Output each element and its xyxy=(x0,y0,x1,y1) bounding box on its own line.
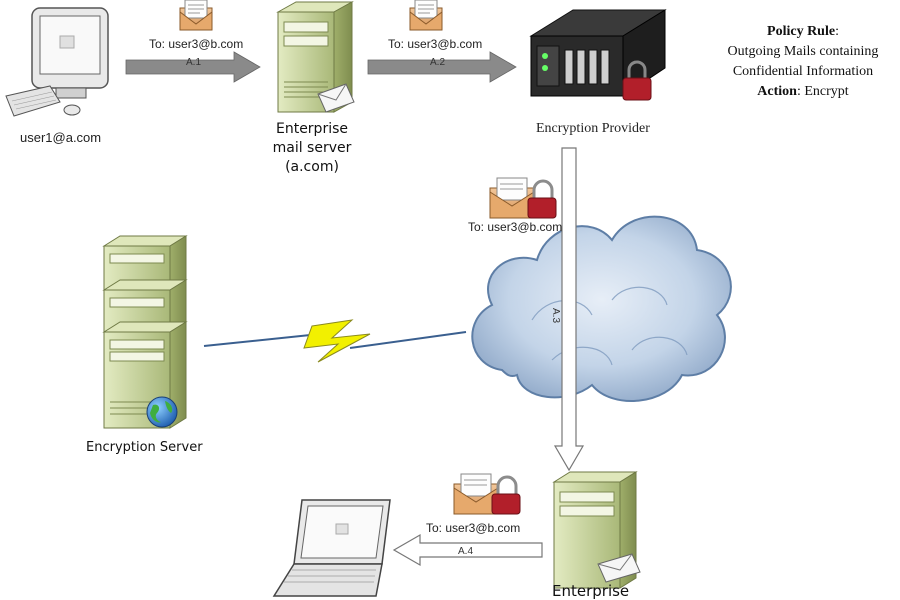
encryption-provider-rack-icon xyxy=(529,9,667,101)
policy-line-1: Outgoing Mails containing xyxy=(727,44,879,59)
locked-envelope-icon xyxy=(489,177,557,219)
flow-a3-id: A.3 xyxy=(550,308,561,324)
enterprise-a-label: Enterprise mail server (a.com) xyxy=(272,121,352,175)
mail-server-icon xyxy=(276,1,355,113)
envelope-icon xyxy=(409,0,443,31)
flow-a4-recipient: To: user3@b.com xyxy=(426,521,521,535)
encryption-server-stack-icon xyxy=(102,235,188,429)
lightning-link-icon xyxy=(203,319,467,363)
flow-a2-recipient: To: user3@b.com xyxy=(388,37,483,51)
flow-a1-id: A.1 xyxy=(186,57,202,68)
locked-envelope-icon xyxy=(453,473,521,515)
user-email-label: user1@a.com xyxy=(20,130,102,145)
flow-a4-id: A.4 xyxy=(458,546,474,557)
flow-a2-id: A.2 xyxy=(430,57,446,68)
mail-server-icon xyxy=(552,471,641,589)
arrow-a3 xyxy=(553,147,585,472)
policy-rule-box: Policy Rule: Outgoing Mails containing C… xyxy=(708,22,898,102)
arrow-a4 xyxy=(392,533,543,567)
globe-icon xyxy=(146,396,178,428)
laptop-icon xyxy=(272,499,391,597)
encryption-provider-label: Encryption Provider xyxy=(536,121,650,136)
policy-action-value: : Encrypt xyxy=(796,84,849,99)
encryption-server-label: Encryption Server xyxy=(86,440,203,455)
envelope-icon xyxy=(179,0,213,31)
enterprise-b-label: Enterprise xyxy=(552,582,630,600)
arrow-a1 xyxy=(125,51,261,83)
policy-action-label: Action xyxy=(757,84,797,99)
flow-a1-recipient: To: user3@b.com xyxy=(149,37,244,51)
policy-line-2: Confidential Information xyxy=(732,64,874,79)
desktop-computer-icon xyxy=(5,7,109,117)
flow-a3-recipient: To: user3@b.com xyxy=(468,220,563,234)
arrow-a2 xyxy=(367,51,517,83)
policy-title: Policy Rule xyxy=(767,24,836,39)
